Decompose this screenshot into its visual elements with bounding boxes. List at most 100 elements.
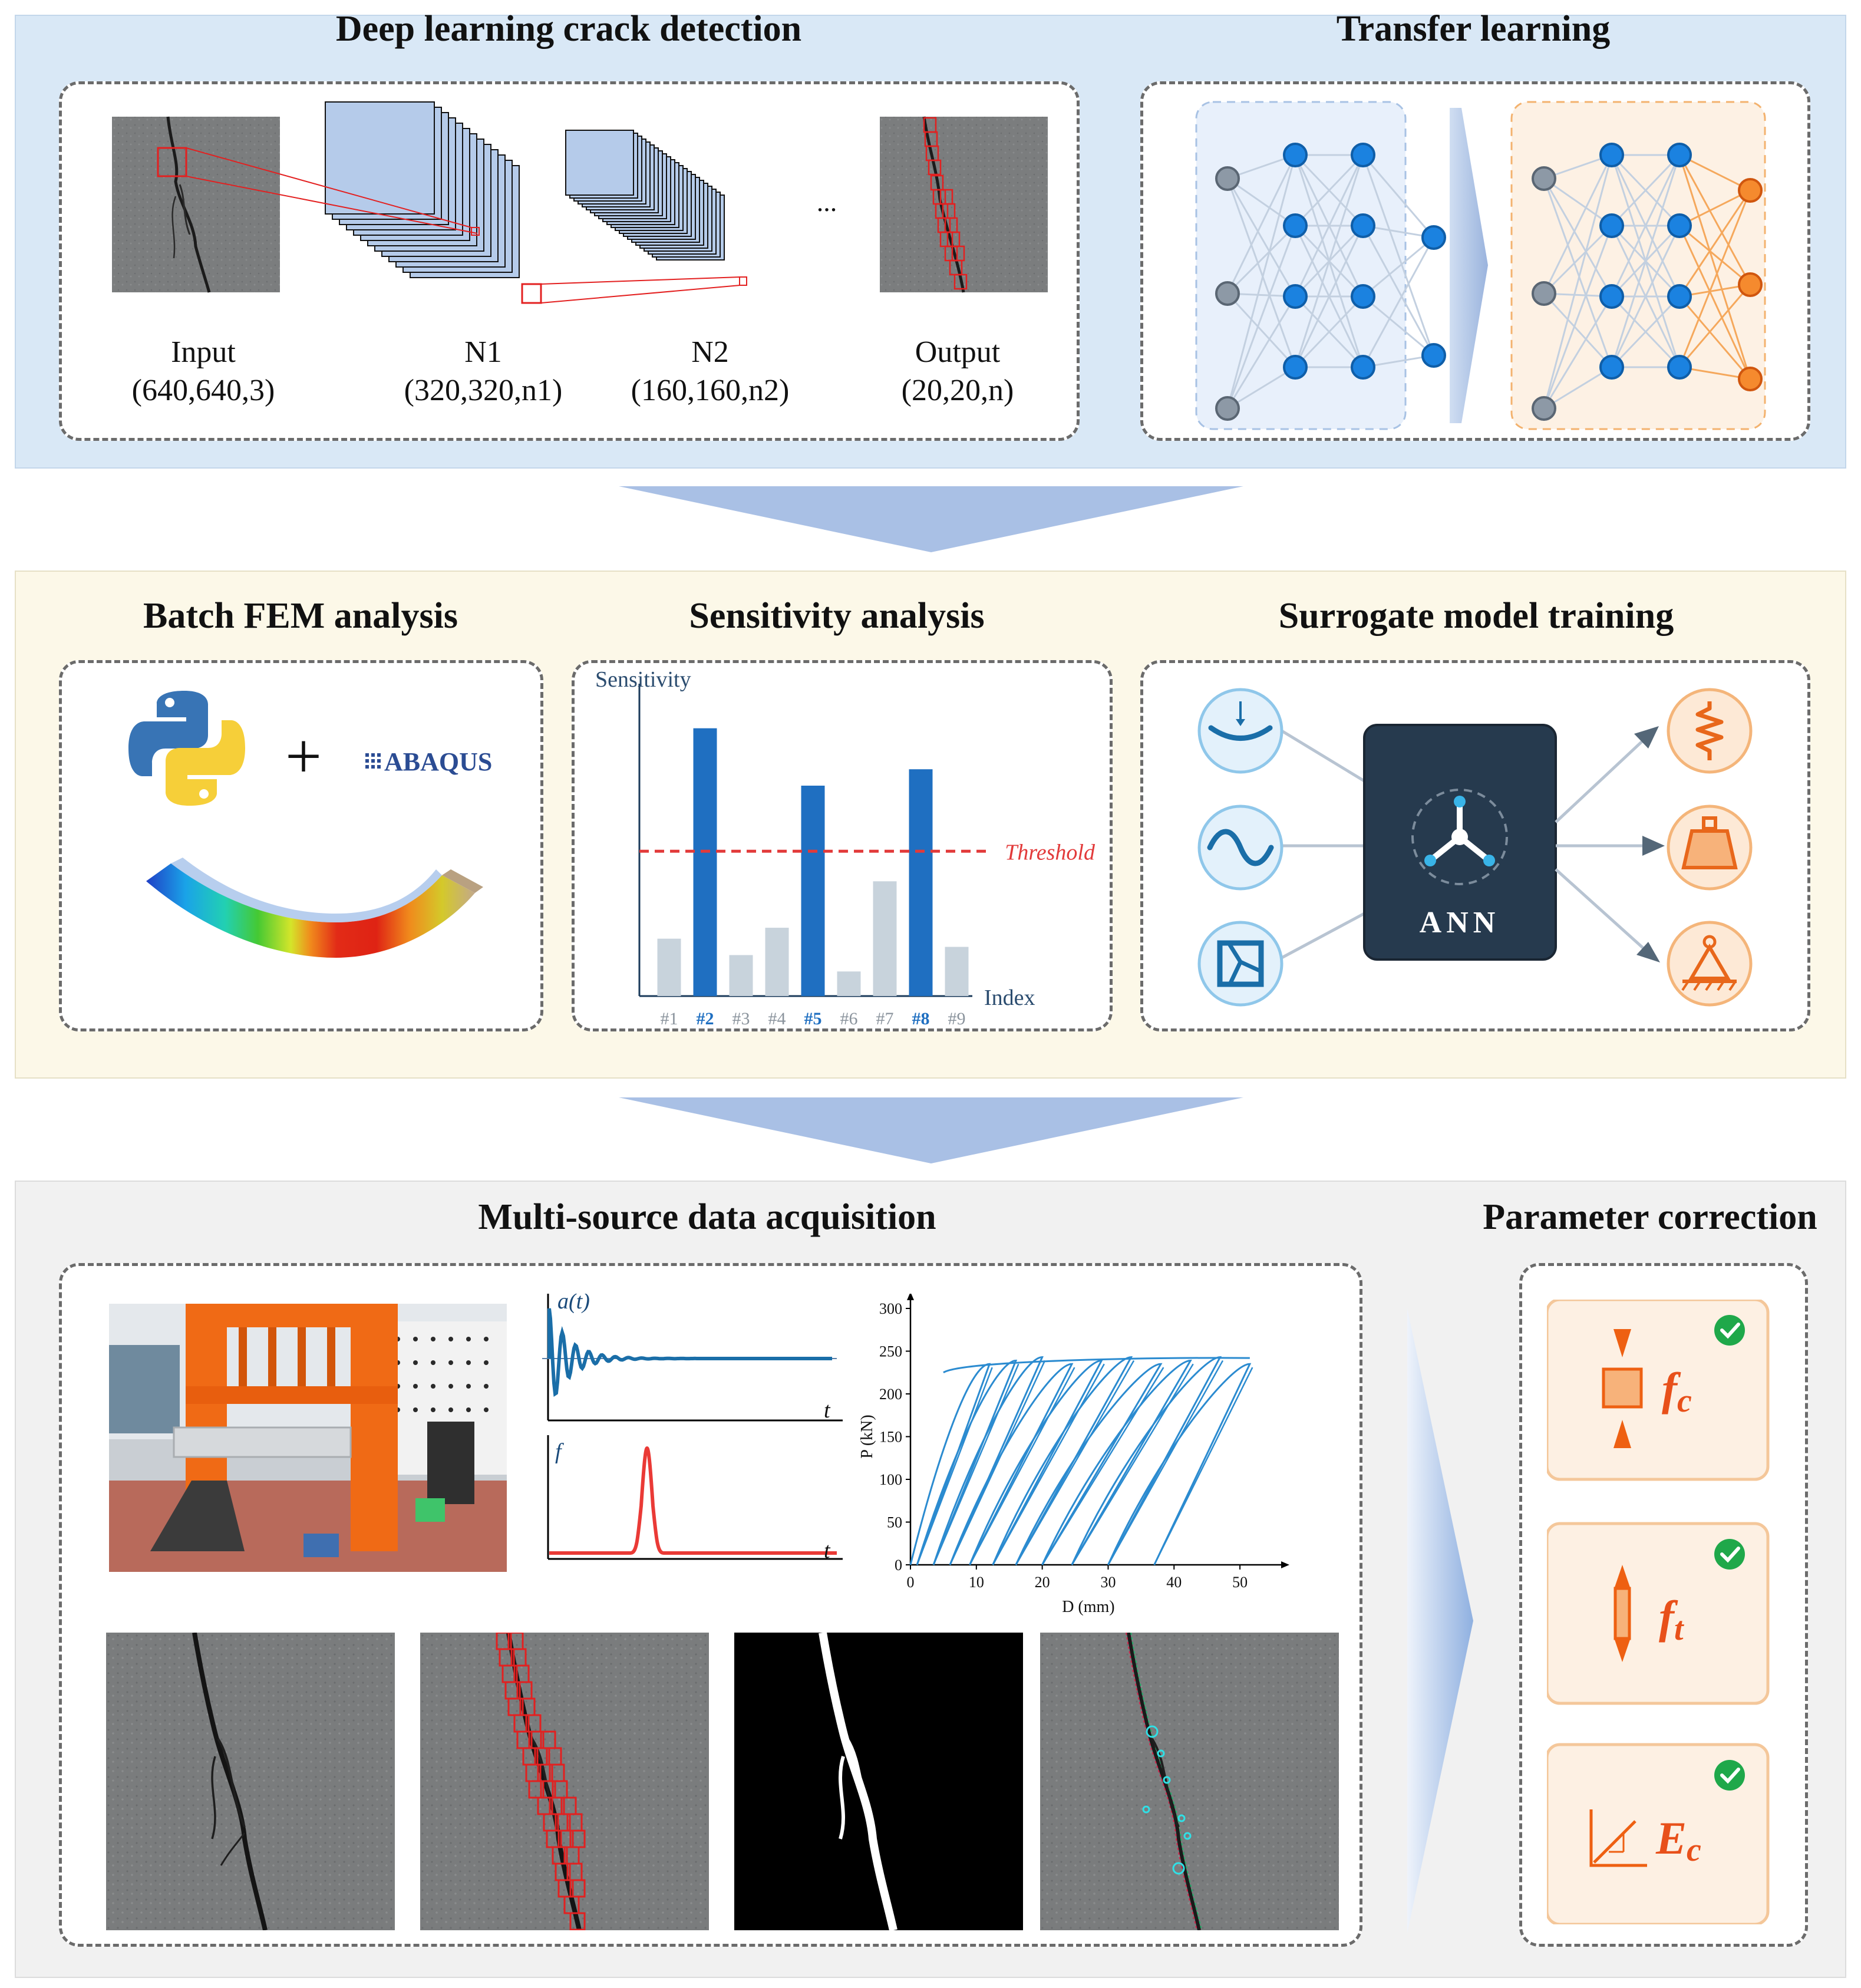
- abaqus-logo: ABAQUS: [365, 747, 492, 776]
- tick-1: #1: [661, 1009, 678, 1028]
- title-transfer-learning: Transfer learning: [1336, 9, 1611, 49]
- pd-ytick: 300: [879, 1300, 902, 1317]
- title-surrogate: Surrogate model training: [1278, 596, 1674, 636]
- pd-ytick: 100: [879, 1471, 902, 1488]
- sensitivity-ylabel: Sensitivity: [595, 667, 691, 692]
- tick-3: #3: [732, 1009, 750, 1028]
- threshold-label: Threshold: [1005, 840, 1096, 865]
- frequency-spectrum-chart: f t: [547, 1435, 843, 1563]
- load-weight-icon: [1667, 805, 1753, 891]
- pd-ytick: 250: [879, 1343, 902, 1360]
- pd-cycle: [949, 1363, 1074, 1565]
- batch-fem-illustration: + ABAQUS: [128, 691, 492, 958]
- detected-crack-boxes-image: [420, 1633, 709, 1930]
- pd-ytick: 200: [879, 1386, 902, 1403]
- pd-xtick: 20: [1035, 1574, 1050, 1591]
- check-icon-ft: [1714, 1539, 1745, 1570]
- correction-arrow: [1407, 1308, 1473, 1933]
- bar-5: [801, 786, 825, 996]
- tick-6: #6: [840, 1009, 858, 1028]
- cnn-architecture-diagram: ...: [112, 101, 1048, 304]
- bar-1: [657, 938, 681, 996]
- parameter-cards: fc ft Ec: [1547, 1300, 1770, 1924]
- title-sensitivity: Sensitivity analysis: [689, 596, 985, 636]
- crack-width-measure-image: [1040, 1633, 1339, 1930]
- pd-xtick: 50: [1232, 1574, 1248, 1591]
- tick-9: #9: [948, 1009, 966, 1028]
- raw-crack-image: [106, 1633, 395, 1930]
- tick-7: #7: [876, 1009, 894, 1028]
- detection-box: [528, 1780, 545, 1799]
- target-network-box: [1510, 101, 1766, 430]
- bar-9: [945, 947, 969, 996]
- accel-xlabel: t: [824, 1398, 831, 1423]
- pd-ytick: 0: [895, 1557, 902, 1574]
- panel-batch-fem: [59, 660, 543, 1031]
- title-multisource: Multi-source data acquisition: [478, 1197, 936, 1237]
- param-card-ec: Ec: [1547, 1743, 1770, 1924]
- detection-box: [569, 1912, 586, 1930]
- sensitivity-xlabel: Index: [984, 985, 1035, 1010]
- bar-8: [909, 769, 933, 996]
- pd-xtick: 10: [969, 1574, 984, 1591]
- title-deep-learning: Deep learning crack detection: [335, 9, 802, 49]
- sensitivity-bar-chart: SensitivityIndex#1#2#3#4#5#6#7#8#9Thresh…: [595, 667, 1096, 1028]
- pd-cycle: [992, 1356, 1133, 1565]
- title-param-correction: Parameter correction: [1483, 1197, 1817, 1237]
- abaqus-label: ABAQUS: [384, 747, 492, 776]
- pd-cycle: [1107, 1363, 1252, 1565]
- plus-sign: +: [285, 720, 322, 792]
- accel-ylabel: a(t): [557, 1294, 590, 1314]
- svg-text:ft: ft: [1659, 1591, 1684, 1647]
- check-icon-fc: [1714, 1315, 1745, 1346]
- input-label: Input(640,640,3): [131, 335, 275, 407]
- beam-bending-icon: [1197, 688, 1283, 774]
- pd-ytick: 50: [887, 1514, 902, 1531]
- n2-label: N2(160,160,n2): [631, 335, 790, 407]
- boundary-support-icon: [1667, 921, 1753, 1007]
- n1-label: N1(320,320,n1): [404, 335, 563, 407]
- lab-test-photo: [109, 1304, 507, 1572]
- pd-xtick: 30: [1100, 1574, 1116, 1591]
- input-crack-image: [112, 116, 280, 293]
- svg-text:fc: fc: [1662, 1363, 1692, 1419]
- n2-feature-stack: [565, 130, 725, 261]
- transfer-learning-diagram: [1195, 101, 1766, 430]
- bar-2: [693, 728, 717, 996]
- pd-cycle: [909, 1363, 991, 1565]
- transfer-arrow: [1450, 108, 1488, 423]
- cnn-ellipsis: ...: [817, 187, 837, 217]
- freq-xlabel: t: [824, 1538, 831, 1563]
- output-crack-image: [880, 116, 1048, 293]
- pd-xtick: 0: [907, 1574, 915, 1591]
- pd-xlabel: D (mm): [1062, 1598, 1114, 1616]
- tick-5: #5: [804, 1009, 822, 1028]
- pd-cycle: [932, 1356, 1044, 1565]
- crack-image-strip: [106, 1633, 1339, 1930]
- load-displacement-chart: 0 10 20 30 40 50 0 50 100 150 200 250 300 D (mm) P (kN…: [858, 1294, 1289, 1616]
- pd-ylabel: P (kN): [858, 1415, 876, 1458]
- surrogate-ann-diagram: ANN: [1197, 688, 1753, 1007]
- bar-3: [729, 955, 753, 996]
- spring-stiffness-icon: [1667, 688, 1753, 774]
- svg-text:Ec: Ec: [1655, 1812, 1701, 1868]
- acceleration-time-chart: a(t) t: [542, 1294, 843, 1423]
- tick-2: #2: [697, 1009, 714, 1028]
- pd-ytick: 150: [879, 1429, 902, 1446]
- crack-image-icon: [1197, 921, 1283, 1007]
- pd-envelope: [943, 1357, 1250, 1374]
- freq-ylabel: f: [555, 1439, 564, 1464]
- vibration-wave-icon: [1197, 805, 1283, 891]
- down-arrow-1: [619, 486, 1243, 552]
- down-arrow-2: [619, 1097, 1243, 1163]
- bar-7: [873, 881, 897, 996]
- bar-6: [837, 971, 861, 996]
- pd-xtick: 40: [1166, 1574, 1182, 1591]
- tick-4: #4: [768, 1009, 786, 1028]
- pd-cycle: [969, 1359, 1103, 1565]
- fem-beam-contour: [146, 858, 483, 958]
- pd-cycle: [1015, 1363, 1163, 1565]
- pd-cycle: [1071, 1356, 1222, 1565]
- output-label: Output(20,20,n): [901, 335, 1014, 407]
- n1-feature-stack: [325, 101, 520, 278]
